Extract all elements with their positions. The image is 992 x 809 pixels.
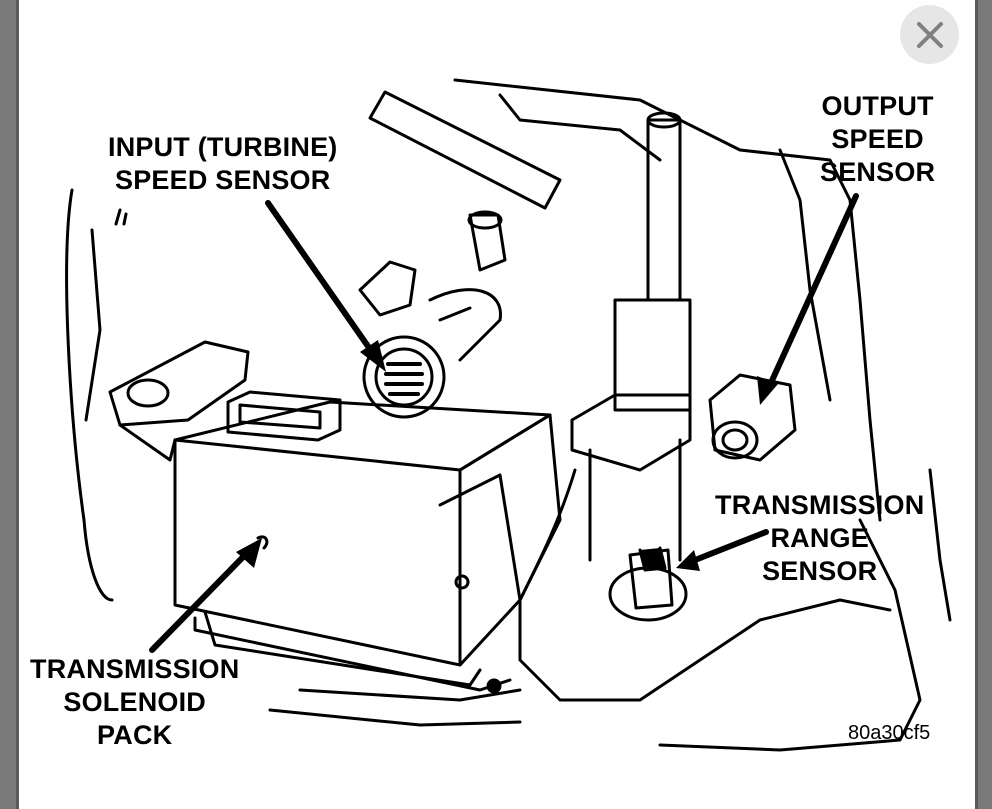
strap-part [368, 90, 562, 210]
figure-code: 80a30cf5 [848, 722, 931, 744]
mounting-bracket [108, 340, 250, 462]
label-input-speed-sensor: INPUT (TURBINE) SPEED SENSOR [108, 132, 338, 195]
solenoid-pack-housing [173, 400, 562, 694]
transmission-case [65, 78, 952, 752]
close-button[interactable] [900, 5, 959, 64]
label-output-speed-sensor: OUTPUT SPEED SENSOR [820, 91, 936, 187]
shift-shaft [570, 111, 692, 562]
solenoid-connector [226, 390, 342, 442]
range-sensor-shape [608, 546, 688, 622]
label-transmission-range-sensor: TRANSMISSION RANGE SENSOR [715, 490, 925, 586]
close-icon [916, 21, 943, 48]
leader-arrows [149, 193, 859, 653]
input-speed-sensor-shape [358, 210, 507, 419]
output-speed-sensor-shape [708, 373, 797, 462]
label-transmission-solenoid-pack: TRANSMISSION SOLENOID PACK [30, 654, 240, 750]
arrow-heads [236, 340, 778, 571]
image-viewer-frame [16, 0, 978, 809]
